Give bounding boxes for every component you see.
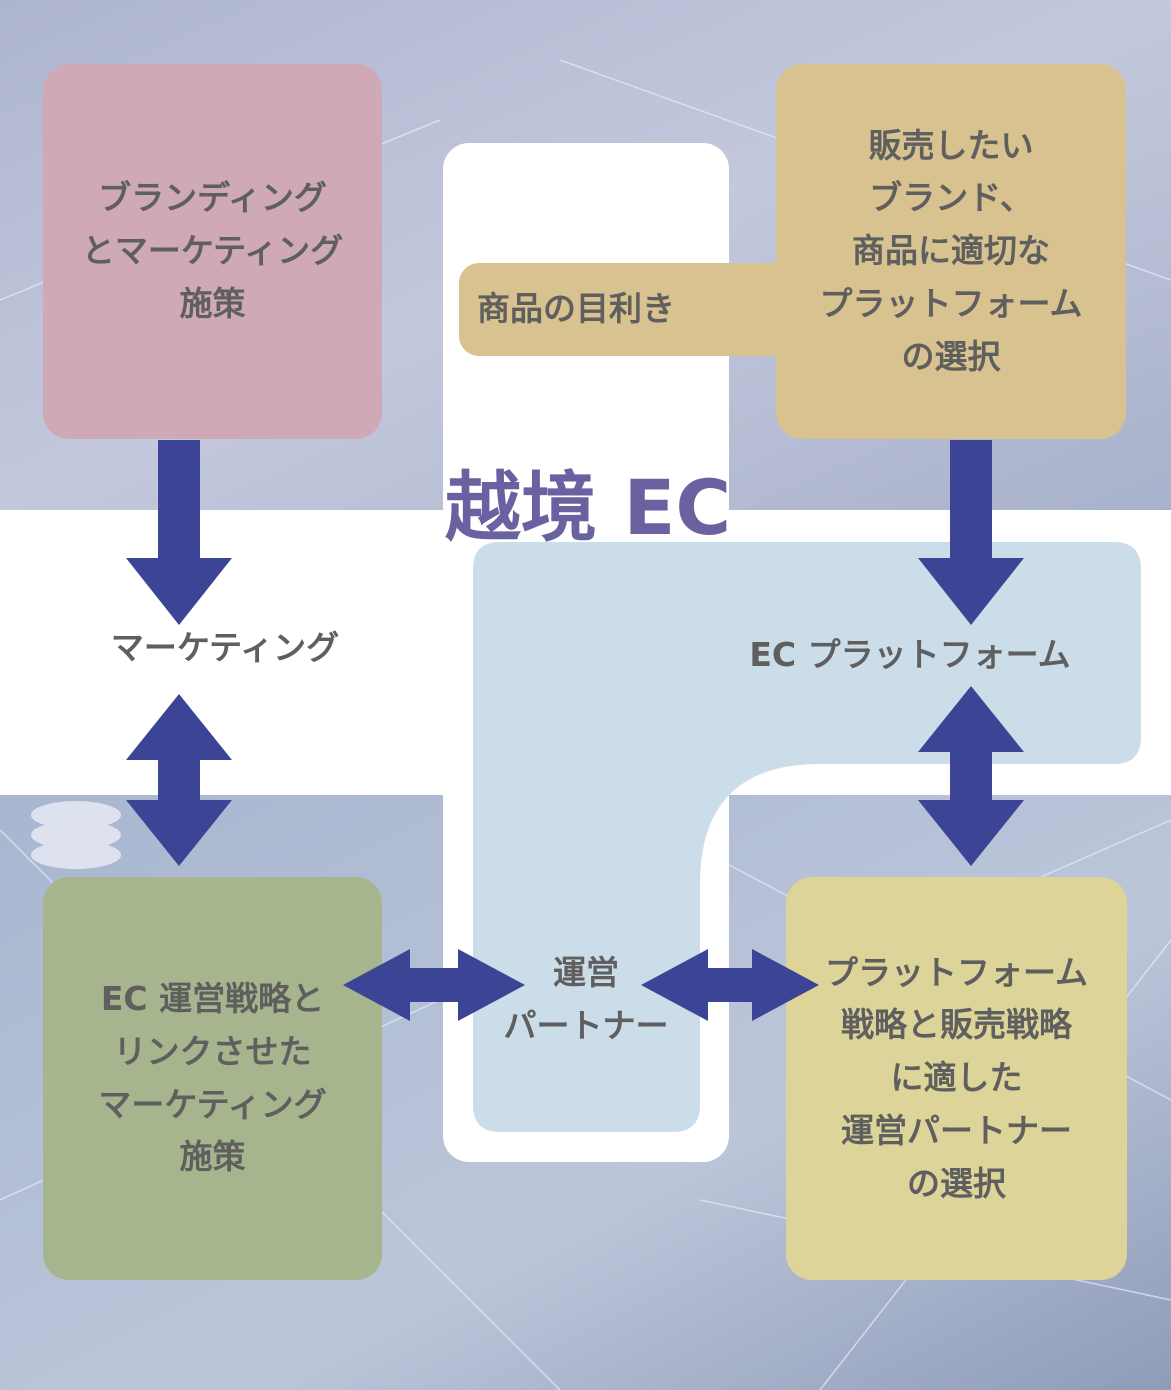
partner-selection-box: プラットフォーム 戦略と販売戦略 に適した 運営パートナー の選択 (786, 877, 1127, 1280)
page-title: 越境 EC (445, 463, 732, 552)
ec-platform-label: EC プラットフォーム (700, 625, 1120, 685)
ec-platform-text: EC プラットフォーム (749, 634, 1071, 674)
product-selection-tag: 商品の目利き (459, 263, 809, 356)
branding-marketing-text: ブランディング とマーケティング 施策 (81, 178, 344, 323)
operation-partner-text: 運営 パートナー (503, 953, 669, 1045)
marketing-label: マーケティング (60, 618, 390, 678)
platform-selection-text: 販売したい ブランド、 商品に適切な プラットフォーム の選択 (819, 125, 1083, 376)
linked-marketing-box: EC 運営戦略と リンクさせた マーケティング 施策 (43, 877, 382, 1280)
partner-selection-text: プラットフォーム 戦略と販売戦略 に適した 運営パートナー の選択 (824, 952, 1088, 1203)
platform-selection-box: 販売したい ブランド、 商品に適切な プラットフォーム の選択 (776, 64, 1126, 439)
operation-partner-label: 運営 パートナー (480, 930, 692, 1070)
branding-marketing-box: ブランディング とマーケティング 施策 (43, 64, 382, 439)
marketing-text: マーケティング (110, 627, 340, 667)
product-selection-text: 商品の目利き (477, 289, 675, 329)
linked-marketing-text: EC 運営戦略と リンクさせた マーケティング 施策 (98, 978, 327, 1177)
